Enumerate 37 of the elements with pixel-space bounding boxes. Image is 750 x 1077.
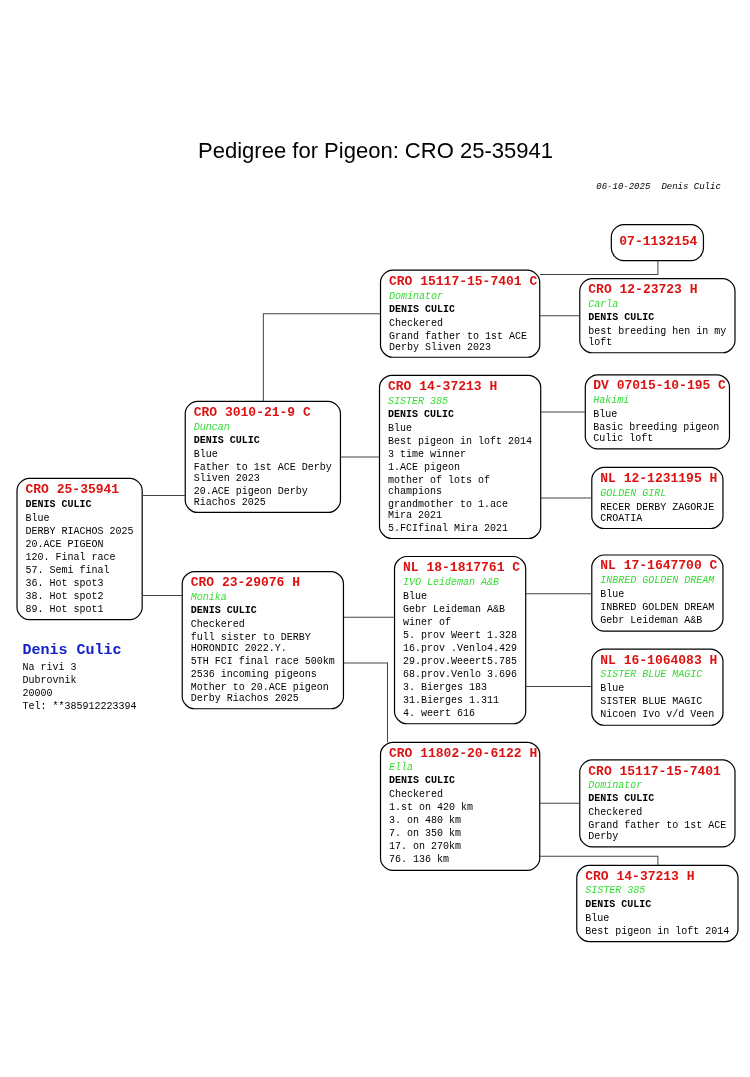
node-box: CRO 14-37213 H SISTER 385 DENIS CULIC Blue Best pigeon in loft 2014 — [575, 864, 739, 942]
connector — [539, 855, 658, 866]
connector — [524, 685, 592, 687]
node-box: CRO 15117-15-7401 Dominator DENIS CULIC Checkered Grand father to 1st ACE Derby — [578, 758, 736, 847]
label: Tel: **385912223394 — [22, 700, 137, 712]
connector — [141, 594, 182, 596]
node-box: CRO 23-29076 H Monika DENIS CULIC Checkered full sister to DERBY HORONDIC 2022.Y. 5TH FCI final race 500km 2536 incoming pigeons Mother to 20.ACE pigeon Derby Riachos 2025 — [181, 570, 344, 709]
node-box: 07-1132154 — [610, 223, 704, 261]
connector — [539, 259, 658, 275]
connector — [342, 616, 395, 618]
label: Denis Culic — [660, 180, 721, 192]
connector — [539, 496, 592, 498]
node-box: CRO 25-35941 DENIS CULIC Blue DERBY RIACHOS 2025 20.ACE PIGEON 120. Final race 57. Semi final 36. Hot spot3 38. Hot spot2 89. Hot spot1 — [15, 477, 143, 620]
connector — [538, 802, 580, 804]
node-box: NL 12-1231195 H GOLDEN GIRL RECER DERBY ZAGORJE CROATIA — [590, 466, 724, 529]
node-box: CRO 14-37213 H SISTER 385 DENIS CULIC Blue Best pigeon in loft 2014 3 time winner 1.ACE pigeon mother of lots of champions grandmother to 1.ace Mira 2021 5.FCIfinal Mira 2021 — [378, 374, 541, 539]
connector — [342, 662, 388, 743]
node-box: NL 16-1064083 H SISTER BLUE MAGIC Blue SISTER BLUE MAGIC Nicoen Ivo v/d Veen — [590, 648, 724, 726]
diagram-title: Pedigree for Pigeon: CRO 25-35941 — [197, 137, 553, 163]
connector — [262, 312, 381, 402]
node-box: CRO 11802-20-6122 H Ella DENIS CULIC Checkered 1.st on 420 km 3. on 480 km 7. on 350 km 17. on 270km 76. 136 km — [379, 741, 540, 871]
label: 06-10-2025 — [595, 180, 650, 192]
node-box: NL 17-1647700 C INBRED GOLDEN DREAM Blue INBRED GOLDEN DREAM Gebr Leideman A&B — [590, 553, 724, 632]
connector — [141, 494, 186, 496]
label: 20000 — [22, 687, 53, 699]
node-box: CRO 15117-15-7401 C Dominator DENIS CULIC Checkered Grand father to 1st ACE Derby Sliven 2023 — [379, 269, 540, 358]
node-box: NL 18-1817761 C IVO Leideman A&B Blue Gebr Leideman A&B winer of 5. prov Weert 1.328 16.prov .Venlo4.429 29.prov.Weeert5.785 68.prov.Venlo 3.696 3. Bierges 183 31.Bierges 1.311 4. weert 616 — [393, 555, 526, 724]
connector — [524, 592, 592, 594]
node-box: CRO 3010-21-9 C Duncan DENIS CULIC Blue Father to 1st ACE Derby Sliven 2023 20.ACE pigeon Derby Riachos 2025 — [184, 400, 341, 513]
node-box: CRO 12-23723 H Carla DENIS CULIC best breeding hen in my loft — [578, 277, 736, 353]
connector — [539, 411, 586, 413]
label: Denis Culic — [22, 640, 122, 659]
connector — [538, 314, 580, 316]
node-box: DV 07015-10-195 C Hakimi Blue Basic breeding pigeon Culic loft — [584, 373, 730, 449]
label: Na rivi 3 — [22, 661, 77, 673]
connector — [339, 455, 380, 457]
label: Dubrovnik — [22, 674, 77, 686]
